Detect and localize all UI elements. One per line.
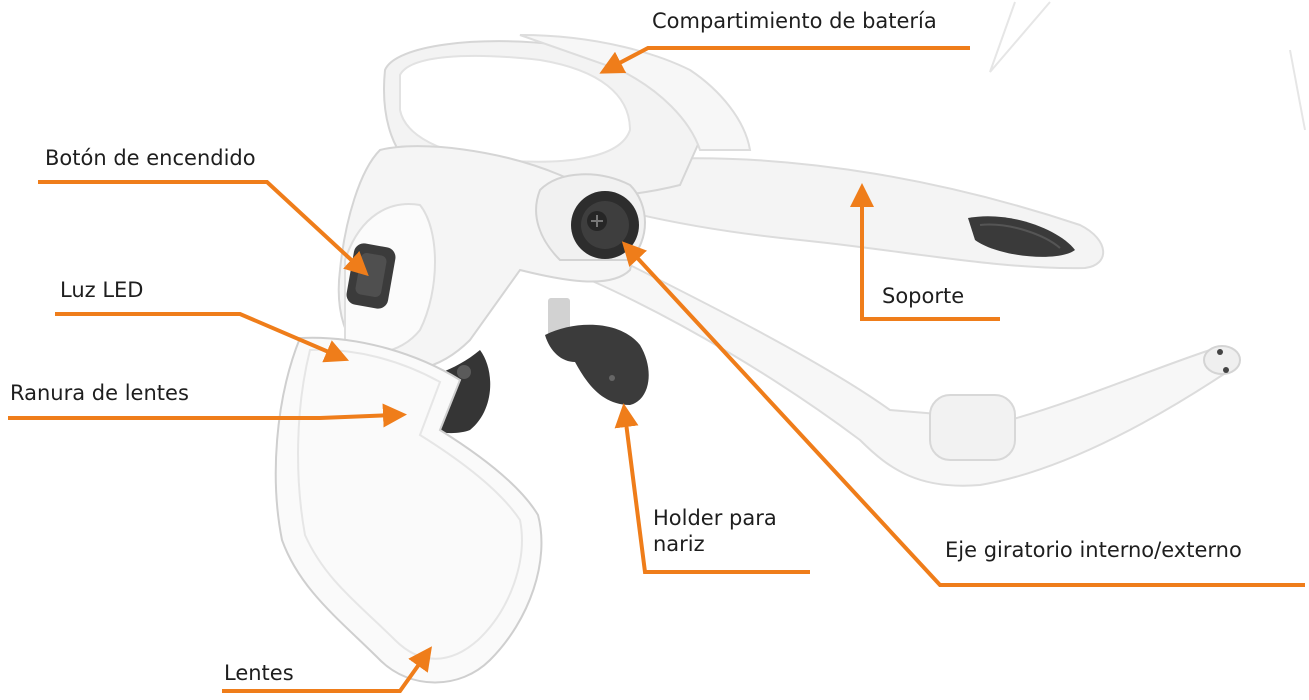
label-lens-slot: Ranura de lentes [10,381,189,405]
callout-support [850,183,1000,321]
callout-lines [8,46,1305,693]
label-power-button: Botón de encendido [45,146,256,170]
callout-lens-slot [8,403,407,428]
pivot-knob [571,191,639,259]
label-axis: Eje giratorio interno/externo [945,538,1242,562]
label-support: Soporte [882,284,965,308]
lens-plate [274,336,543,684]
callout-nose-holder [614,403,810,574]
callout-lenses [222,646,432,693]
label-nose-holder: Holder para nariz [653,506,777,557]
label-battery: Compartimiento de batería [652,9,937,33]
callout-power-button [38,180,369,277]
callout-led [55,312,350,363]
callout-battery [599,46,970,74]
background-decoration [989,1,1306,131]
temple-arm [588,157,1241,487]
nose-holder-part [545,298,649,405]
label-lenses: Lentes [224,661,294,685]
callout-axis [621,241,1305,587]
label-led: Luz LED [60,278,144,302]
